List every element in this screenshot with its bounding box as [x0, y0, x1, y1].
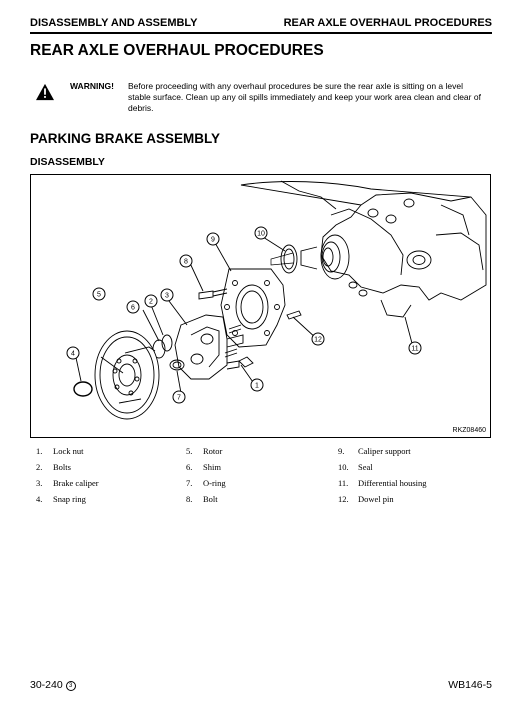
callout-5: 5 [97, 292, 101, 299]
callout-12: 12 [314, 337, 322, 344]
section-heading: PARKING BRAKE ASSEMBLY [30, 131, 221, 146]
subsection-heading: DISASSEMBLY [30, 156, 105, 168]
part-item: 9.Caliper support [338, 446, 411, 456]
revision-mark: 3 [65, 681, 76, 691]
callout-2: 2 [149, 299, 153, 306]
callout-8: 8 [184, 259, 188, 266]
page-number-text: 30-240 [30, 679, 63, 691]
warning-icon [36, 83, 54, 101]
callout-4: 4 [71, 351, 75, 358]
callout-11: 11 [411, 346, 418, 353]
figure-code: RKZ08460 [452, 427, 486, 434]
part-item: 12.Dowel pin [338, 494, 394, 504]
part-item: 8.Bolt [186, 494, 218, 504]
parts-column-2: 5.Rotor 6.Shim 7.O-ring 8.Bolt [186, 446, 226, 510]
callout-1: 1 [255, 383, 259, 390]
callout-7: 7 [177, 395, 181, 402]
parts-column-3: 9.Caliper support 10.Seal 11.Differentia… [338, 446, 427, 510]
warning-text: Before proceeding with any overhaul proc… [128, 81, 481, 113]
callout-10: 10 [257, 231, 265, 238]
warning-label: WARNING! [70, 81, 114, 91]
header-section-title: DISASSEMBLY AND ASSEMBLY [30, 17, 198, 29]
page-title: REAR AXLE OVERHAUL PROCEDURES [30, 42, 324, 59]
part-item: 6.Shim [186, 462, 221, 472]
part-item: 5.Rotor [186, 446, 223, 456]
model-number: WB146-5 [448, 679, 492, 691]
part-item: 10.Seal [338, 462, 373, 472]
page-header: DISASSEMBLY AND ASSEMBLY REAR AXLE OVERH… [30, 14, 492, 34]
part-item: 3.Brake caliper [36, 478, 99, 488]
parts-column-1: 1.Lock nut 2.Bolts 3.Brake caliper 4.Sna… [36, 446, 99, 510]
part-item: 1.Lock nut [36, 446, 84, 456]
callout-3: 3 [165, 293, 169, 300]
exploded-view-drawing: 1 2 3 4 5 6 7 8 9 10 11 12 [66, 180, 487, 420]
header-chapter-title: REAR AXLE OVERHAUL PROCEDURES [283, 17, 492, 29]
exploded-view-figure: 1 2 3 4 5 6 7 8 9 10 11 12 RKZ08460 [30, 174, 491, 438]
part-item: 2.Bolts [36, 462, 71, 472]
part-item: 4.Snap ring [36, 494, 86, 504]
part-item: 7.O-ring [186, 478, 226, 488]
part-item: 11.Differential housing [338, 478, 427, 488]
callout-6: 6 [131, 305, 135, 312]
callout-9: 9 [211, 237, 215, 244]
